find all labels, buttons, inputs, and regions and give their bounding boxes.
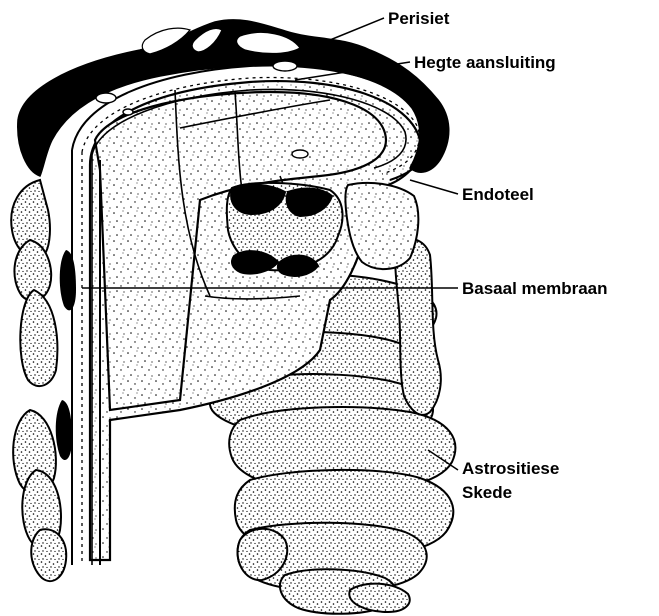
label-skede: Skede [462, 483, 512, 502]
label-endoteel: Endoteel [462, 185, 534, 204]
label-astrositiese: Astrositiese [462, 459, 559, 478]
label-hegte-aansluiting: Hegte aansluiting [414, 53, 556, 72]
label-perisiet: Perisiet [388, 9, 450, 28]
leader-perisiet [330, 18, 384, 40]
label-basaal-membraan: Basaal membraan [462, 279, 608, 298]
left-astrocytic-feet [11, 180, 66, 581]
leader-endoteel [410, 180, 458, 194]
